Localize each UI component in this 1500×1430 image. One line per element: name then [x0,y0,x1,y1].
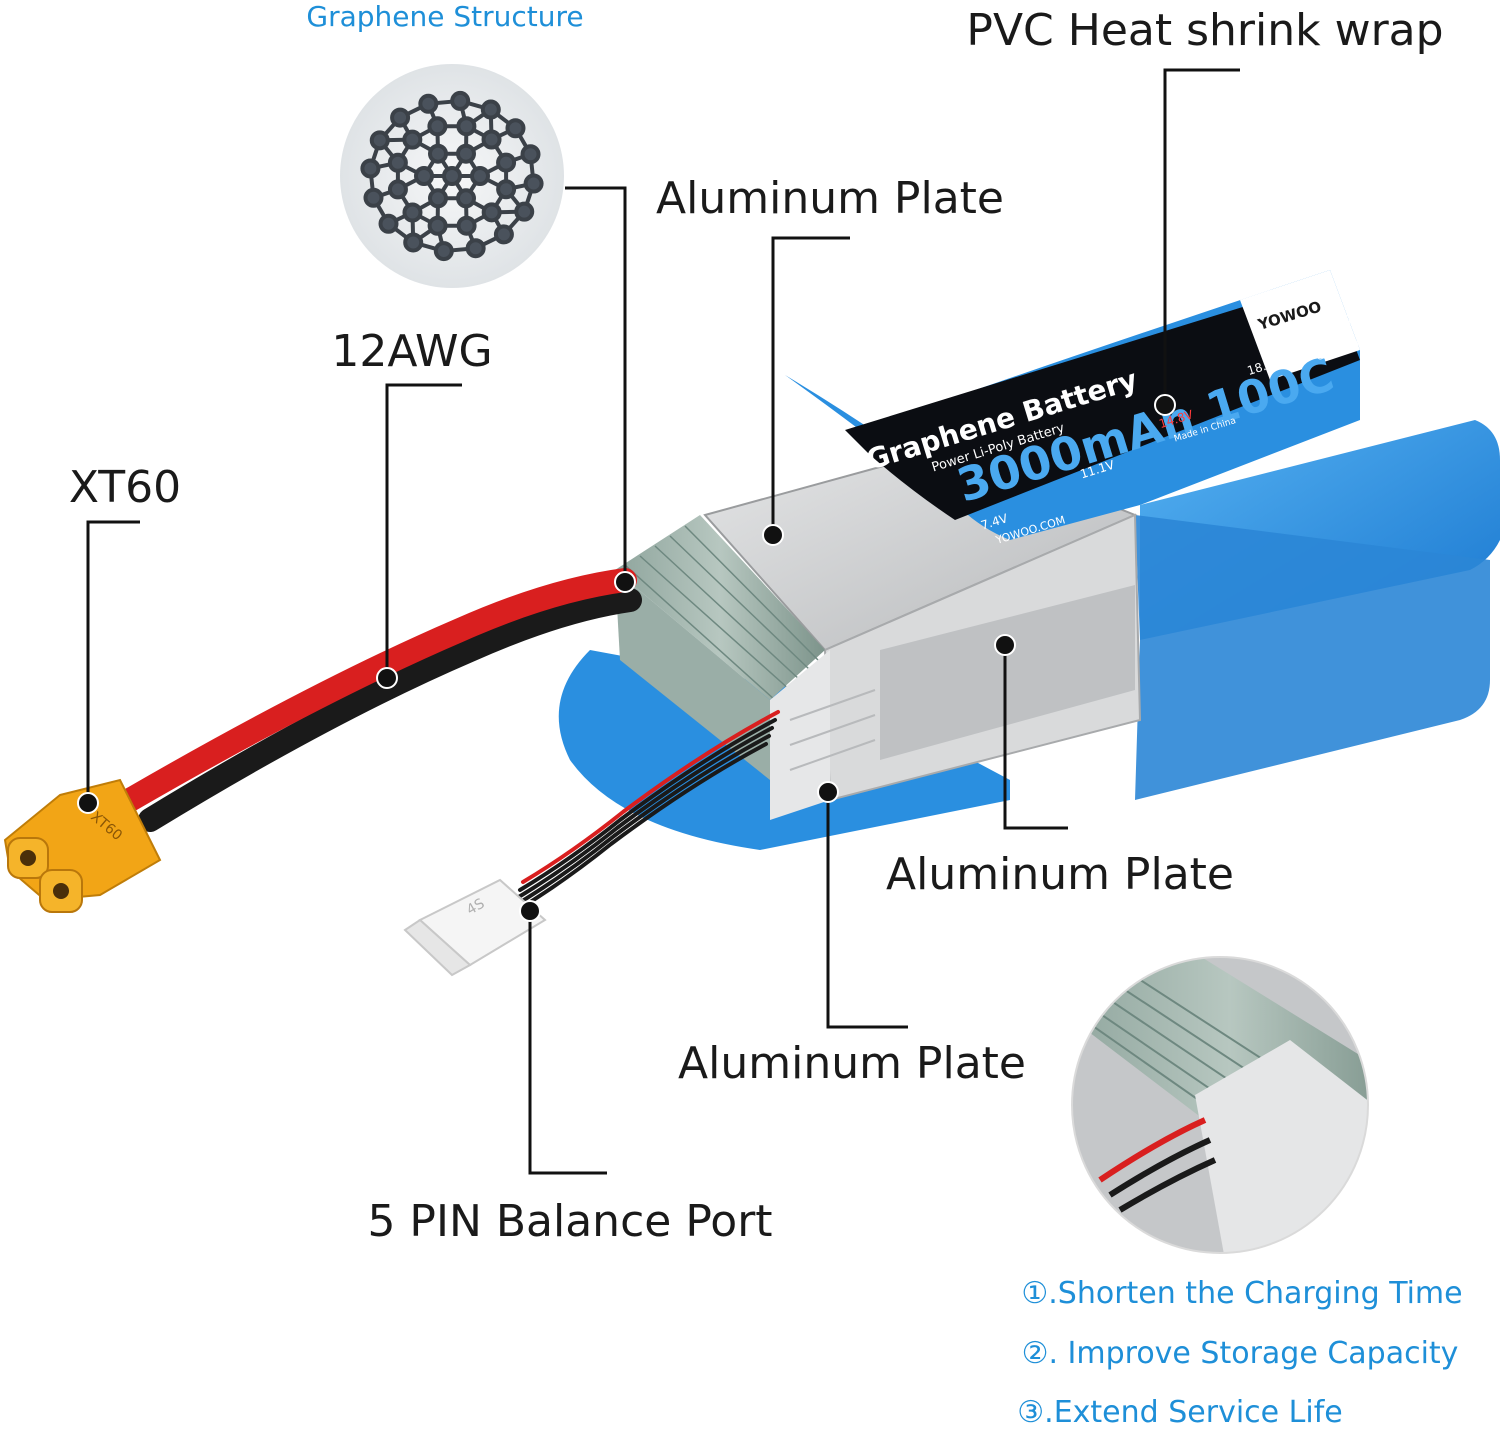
atom [442,166,462,186]
atom [514,201,535,222]
atom [390,107,411,128]
atom [470,166,490,186]
callout-pvc-wrap: PVC Heat shrink wrap [966,5,1443,56]
atom [428,188,448,209]
atom [378,213,399,234]
atom [427,215,448,236]
atom [481,202,502,223]
benefit-item: ①.Shorten the Charging Time [1021,1276,1462,1311]
atom [493,224,514,245]
atom [456,116,477,137]
atom [387,179,408,200]
atom [456,215,477,236]
xt60-connector: XT60 [3,778,162,913]
callout-balance-port: 5 PIN Balance Port [367,1196,772,1247]
balance-plug-mark: 4S [464,896,488,919]
callout-aluminum-plate-bottom: Aluminum Plate [678,1038,1026,1089]
callout-aluminum-plate-top: Aluminum Plate [656,173,1004,224]
atom [369,130,390,151]
atom [456,143,476,164]
balance-wires [509,710,780,916]
atom [505,118,526,139]
atom [520,144,541,165]
atom [427,116,448,137]
atom [363,187,384,208]
power-wires [118,568,642,832]
atom [414,166,434,186]
atom [428,143,448,164]
atom [402,202,423,223]
atom [465,238,486,259]
atom [523,173,544,194]
atom [496,179,517,200]
leader-lines [86,68,1240,1175]
pvc-label: Graphene Battery Power Li-Poly Battery 3… [785,270,1371,547]
balance-plug: 4S [403,878,547,977]
atom [480,99,501,120]
atom [360,158,381,179]
callout-12awg: 12AWG [331,326,492,377]
atom [387,152,408,173]
atom [450,90,471,111]
atom [481,129,502,150]
atom [418,93,439,114]
benefits-list: ①.Shorten the Charging Time ②. Improve S… [1017,1276,1462,1430]
atom [403,232,424,253]
buckyball-icon [360,90,544,262]
leader-dots [77,394,1176,922]
graphene-structure-image [340,64,564,288]
atom [402,129,423,150]
zoom-detail-image [1072,957,1368,1253]
benefit-item: ③.Extend Service Life [1017,1395,1342,1430]
callout-aluminum-plate-right: Aluminum Plate [886,849,1234,900]
atom [456,188,476,209]
atom [433,241,454,262]
graphene-structure-label: Graphene Structure [306,0,583,33]
battery-pack [615,420,1500,820]
benefit-item: ②. Improve Storage Capacity [1022,1336,1459,1371]
atom [496,152,517,173]
callout-xt60: XT60 [69,462,181,513]
